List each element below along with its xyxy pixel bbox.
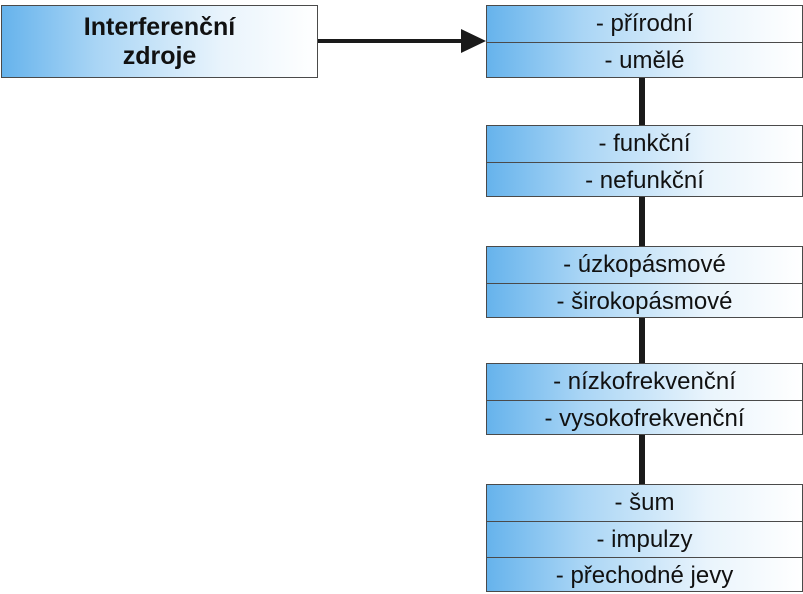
category-item: - nefunkční (487, 162, 802, 199)
connector-4 (639, 435, 645, 484)
category-item: - umělé (487, 42, 802, 79)
category-item: - přírodní (595, 10, 694, 37)
category-box-function: - funkční - nefunkční (486, 125, 803, 197)
category-item: - širokopásmové (487, 283, 802, 320)
source-title-line-2: zdroje (122, 41, 197, 70)
connector-1 (639, 78, 645, 125)
source-node: Interferenční zdroje (1, 5, 318, 78)
category-box-origin: - přírodní - umělé (486, 5, 803, 78)
category-box-frequency: - nízkofrekvenční - vysokofrekvenční (486, 363, 803, 435)
connector-2 (639, 197, 645, 246)
connector-3 (639, 318, 645, 363)
category-box-bandwidth: - úzkopásmové - širokopásmové (486, 246, 803, 318)
category-item: - přechodné jevy (487, 557, 802, 594)
arrow-head (461, 29, 486, 53)
category-item: - šum (614, 489, 675, 516)
category-item: - nízkofrekvenční (553, 368, 736, 395)
category-box-signal-type: - šum - impulzy - přechodné jevy (486, 484, 803, 592)
category-item: - vysokofrekvenční (487, 400, 802, 437)
category-item: - funkční (598, 130, 691, 157)
category-item: - impulzy (487, 521, 802, 558)
category-item: - úzkopásmové (563, 251, 726, 278)
source-title-line-1: Interferenční (83, 12, 236, 41)
